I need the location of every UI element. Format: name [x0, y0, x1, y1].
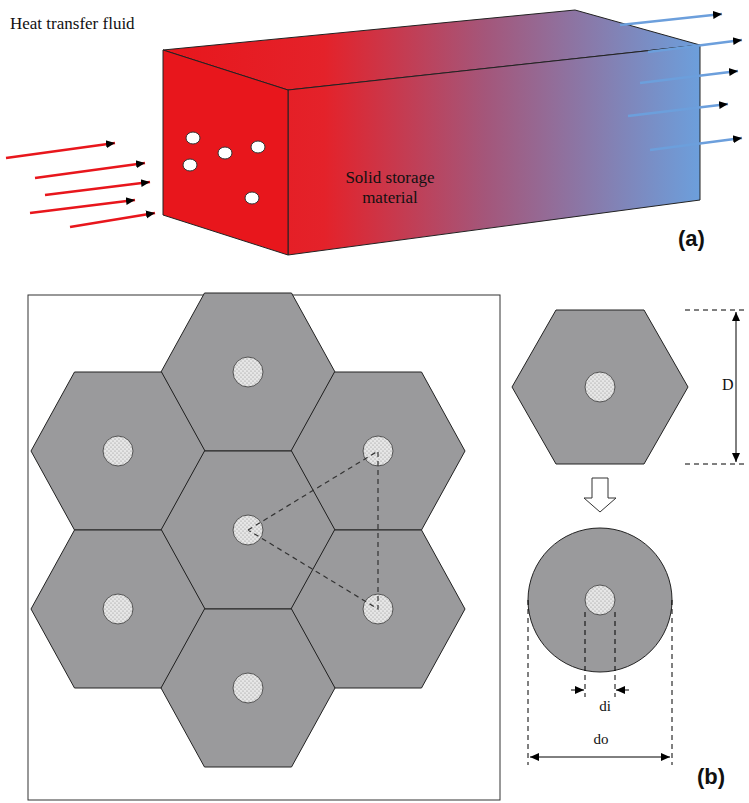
- storage-block: [163, 10, 700, 255]
- panel-label: (b): [697, 764, 745, 789]
- fluid-label: Heat transfer fluid: [10, 14, 140, 34]
- dimension-lines: [528, 310, 745, 765]
- outflow-arrows: [620, 14, 742, 150]
- fluid-channel: [233, 357, 263, 387]
- unit-hexagon: [512, 310, 688, 464]
- fluid-channel: [585, 585, 615, 615]
- fluid-channel: [233, 673, 263, 703]
- fluid-channel: [103, 594, 133, 624]
- panel-label: (a): [678, 226, 738, 251]
- storage-hexagon: [161, 609, 335, 767]
- unit-cell: [512, 310, 688, 672]
- fluid-channel: [585, 372, 615, 402]
- dimension-label: di: [590, 698, 620, 715]
- pitch-triangle: [248, 451, 378, 609]
- material-label: Solid storage material: [330, 168, 450, 207]
- inflow-arrows: [6, 143, 155, 227]
- fluid-channel: [103, 436, 133, 466]
- equivalent-cylinder: [528, 528, 672, 672]
- hexagon-array: [31, 293, 465, 767]
- dimension-label: D: [722, 376, 744, 394]
- dimension-label: do: [586, 731, 616, 748]
